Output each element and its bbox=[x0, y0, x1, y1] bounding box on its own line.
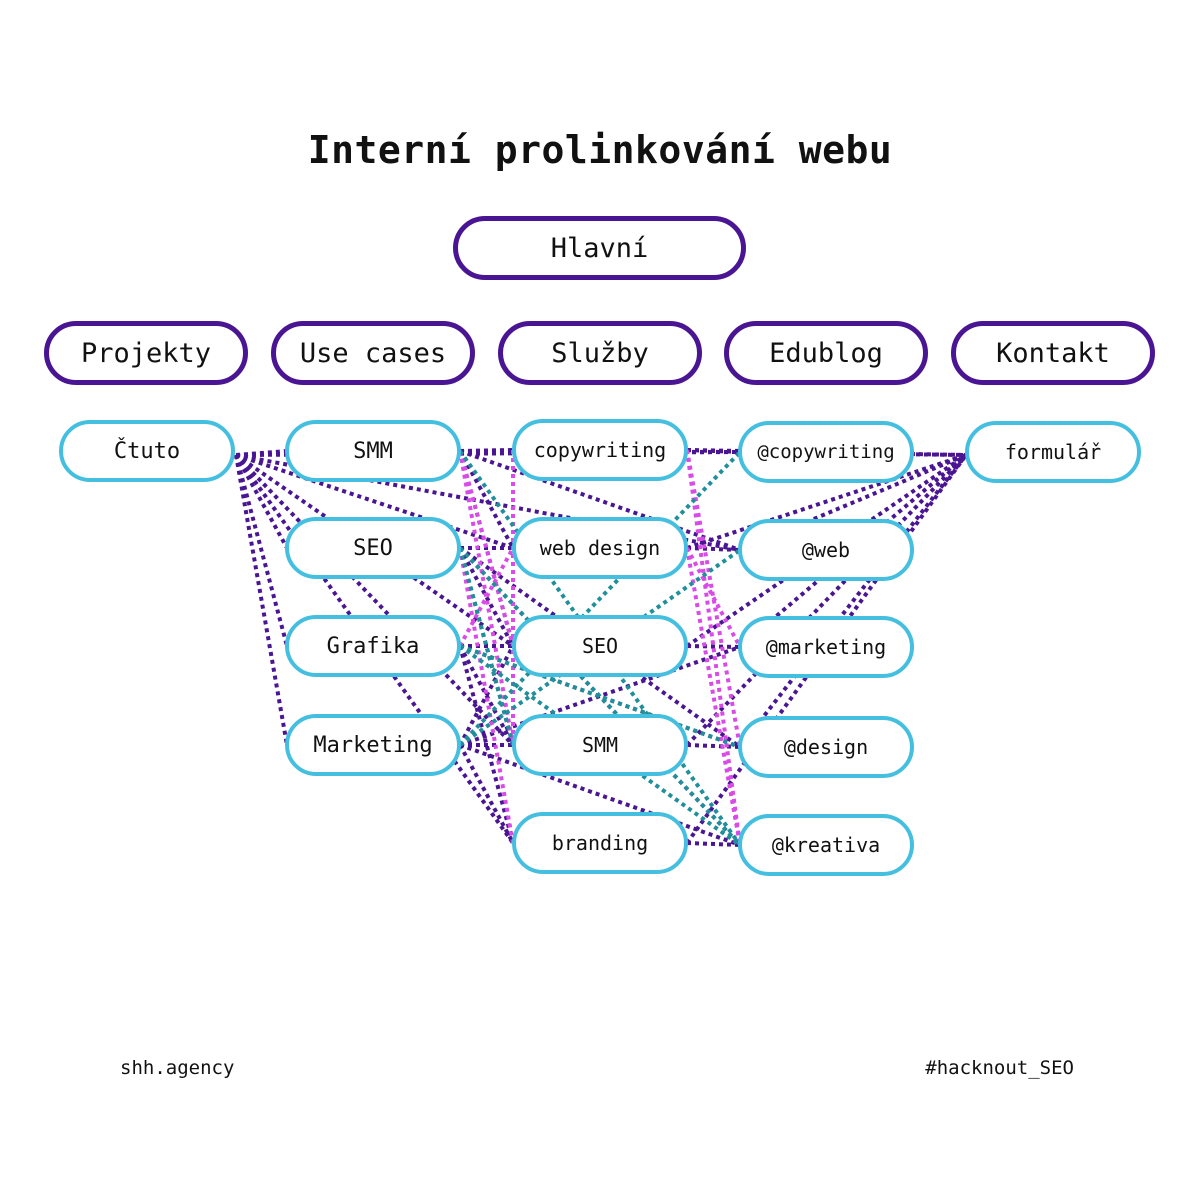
footer-brand: shh.agency bbox=[120, 1057, 235, 1079]
link-line-sB-bK bbox=[686, 841, 741, 847]
node-usecase-grafika: Grafika bbox=[285, 615, 461, 677]
link-line-uS-sEl bbox=[458, 450, 515, 647]
link-line-bM-fo bbox=[738, 453, 968, 649]
link-line-sC-bK bbox=[685, 449, 742, 846]
link-line-uM-sEl bbox=[458, 645, 515, 746]
link-line-uG-sWl bbox=[458, 547, 515, 647]
link-line-uE-sEl bbox=[458, 547, 515, 647]
node-service-smm: SMM bbox=[512, 714, 688, 776]
link-line-sW-fo bbox=[686, 453, 967, 550]
node-blog-web: @web bbox=[738, 519, 914, 581]
node-usecase-smm: SMM bbox=[285, 420, 461, 482]
node-section-sluzby: Služby bbox=[498, 321, 702, 385]
node-project-ctuto: Čtuto bbox=[59, 420, 235, 482]
link-line-ct-sWl bbox=[235, 453, 514, 550]
link-line-sM-fo bbox=[685, 453, 968, 747]
link-line-uM-bC bbox=[458, 450, 742, 747]
node-contact-formular: formulář bbox=[965, 421, 1141, 483]
link-line-ct-uGl bbox=[234, 454, 289, 647]
link-line-uS-bC bbox=[459, 449, 741, 454]
link-line-ct-uEl bbox=[234, 454, 289, 549]
node-blog-marketing: @marketing bbox=[738, 616, 914, 678]
link-line-sW-bK bbox=[685, 547, 742, 846]
node-blog-copywriting: @copywriting bbox=[738, 421, 914, 483]
link-line-uM-sBl bbox=[458, 744, 515, 844]
node-blog-kreativa: @kreativa bbox=[738, 814, 914, 876]
link-line-sC-bD bbox=[685, 449, 742, 748]
node-section-edublog: Edublog bbox=[724, 321, 928, 385]
link-line-sW-bW bbox=[686, 546, 741, 552]
link-line-sW-bM bbox=[685, 547, 742, 648]
link-line-uE-sBl bbox=[458, 547, 515, 844]
link-line-uS-sWl bbox=[458, 450, 515, 549]
node-service-web-design: web design bbox=[512, 517, 688, 579]
node-home: Hlavní bbox=[453, 216, 746, 280]
node-section-use-cases: Use cases bbox=[271, 321, 475, 385]
link-line-uM-bK bbox=[459, 743, 741, 847]
node-blog-design: @design bbox=[738, 716, 914, 778]
node-section-kontakt: Kontakt bbox=[951, 321, 1155, 385]
node-service-branding: branding bbox=[512, 812, 688, 874]
node-usecase-seo: SEO bbox=[285, 517, 461, 579]
node-section-projekty: Projekty bbox=[44, 321, 248, 385]
page-title: Interní prolinkování webu bbox=[307, 128, 893, 172]
footer-hashtag: #hacknout_SEO bbox=[925, 1057, 1074, 1079]
node-service-copywriting: copywriting bbox=[512, 419, 688, 481]
link-line-ct-uMl bbox=[234, 454, 289, 746]
link-line-uG-sBl bbox=[458, 645, 515, 844]
link-line-sE-bM bbox=[686, 644, 741, 649]
node-service-seo: SEO bbox=[512, 615, 688, 677]
link-line-bD-fo bbox=[738, 453, 968, 749]
node-usecase-marketing: Marketing bbox=[285, 714, 461, 776]
link-line-uS-bW bbox=[459, 449, 741, 552]
link-line-sM-bD bbox=[686, 743, 741, 749]
link-line-ct-sMl bbox=[234, 453, 515, 747]
link-line-uE-sMl bbox=[458, 547, 515, 746]
link-line-uG-bD bbox=[459, 644, 741, 749]
